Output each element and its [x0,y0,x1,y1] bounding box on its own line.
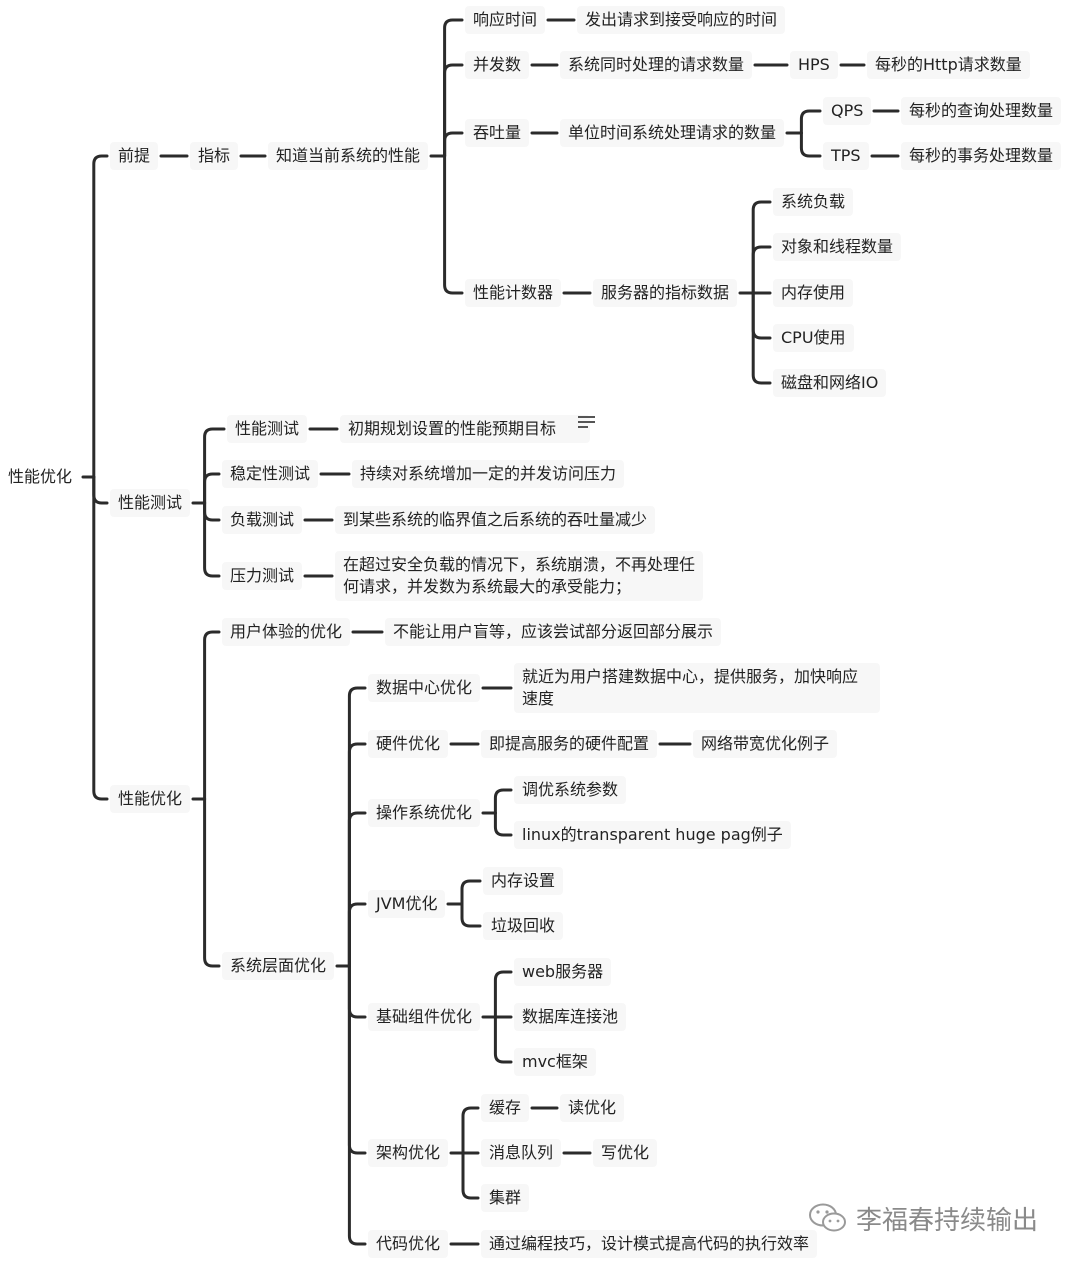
connector-57 [460,902,482,928]
node-sys-load[interactable]: 系统负载 [773,188,854,216]
node-load-test[interactable]: 负载测试 [222,506,303,534]
node-arch-opt[interactable]: 架构优化 [368,1139,449,1167]
node-resp-time-desc[interactable]: 发出请求到接受响应的时间 [577,6,786,34]
node-server-metrics[interactable]: 服务器的指标数据 [593,279,738,307]
node-perf-test-group[interactable]: 性能测试 [110,489,191,517]
connector-59 [493,970,513,1019]
node-mq[interactable]: 消息队列 [481,1139,562,1167]
node-premise[interactable]: 前提 [110,142,159,170]
connector-42 [347,686,367,968]
connector-46 [347,964,367,1019]
connector-43 [347,742,367,968]
node-concurrency-desc[interactable]: 系统同时处理的请求数量 [560,51,753,79]
node-obj-threads[interactable]: 对象和线程数量 [773,233,902,261]
connector-23 [751,200,772,295]
connector-61 [493,1015,513,1064]
node-jvm-opt[interactable]: JVM优化 [368,890,446,918]
node-qps[interactable]: QPS [823,97,872,125]
node-load-test-desc[interactable]: 到某些系统的临界值之后系统的吞吐量减少 [335,506,656,534]
node-tps-desc[interactable]: 每秒的事务处理数量 [901,142,1062,170]
node-tps[interactable]: TPS [823,142,869,170]
connector-54 [493,811,513,837]
node-know-perf[interactable]: 知道当前系统的性能 [268,142,429,170]
connector-27 [751,291,772,385]
connector-65 [461,1151,480,1200]
connector-18 [799,131,822,158]
connector-53 [493,788,513,815]
connector-24 [751,245,772,295]
connector-1 [92,154,109,479]
node-dc-opt-desc[interactable]: 就近为用户搭建数据中心，提供服务，加快响应速度 [514,663,880,713]
connector-26 [751,291,772,340]
connector-45 [347,902,367,968]
node-mem-usage[interactable]: 内存使用 [773,279,854,307]
node-code-opt[interactable]: 代码优化 [368,1230,449,1258]
node-mvc[interactable]: mvc框架 [514,1048,596,1076]
node-code-opt-desc[interactable]: 通过编程技巧，设计模式提高代码的执行效率 [481,1230,818,1258]
node-write-opt[interactable]: 写优化 [593,1139,658,1167]
connector-48 [347,964,367,1246]
connector-3 [92,475,109,801]
connector-29 [203,427,226,505]
node-cpu-usage[interactable]: CPU使用 [773,324,854,352]
connector-9 [443,131,464,158]
node-perf-test-desc[interactable]: 初期规划设置的性能预期目标 [340,415,591,443]
node-disk-net-io[interactable]: 磁盘和网络IO [773,369,887,397]
connector-31 [203,501,221,522]
connector-44 [347,811,367,968]
watermark: 李福春持续输出 [808,1198,1038,1238]
connector-56 [460,879,482,906]
node-perf-opt-group[interactable]: 性能优化 [110,785,191,813]
note-icon[interactable] [578,416,595,430]
node-cluster[interactable]: 集群 [481,1184,530,1212]
node-read-opt[interactable]: 读优化 [560,1094,625,1122]
node-dc-opt[interactable]: 数据中心优化 [368,674,481,702]
node-stability-test-desc[interactable]: 持续对系统增加一定的并发访问压力 [352,460,625,488]
node-hw-example[interactable]: 网络带宽优化例子 [693,730,838,758]
connector-32 [203,501,221,578]
node-base-opt[interactable]: 基础组件优化 [368,1003,481,1031]
connector-30 [203,472,221,505]
node-ux-opt[interactable]: 用户体验的优化 [222,618,351,646]
node-root[interactable]: 性能优化 [0,463,81,491]
node-sys-opt[interactable]: 系统层面优化 [222,952,335,980]
connector-17 [799,109,822,135]
connector-39 [203,797,221,968]
node-hps-desc[interactable]: 每秒的Http请求数量 [867,51,1030,79]
node-stress-test[interactable]: 压力测试 [222,562,303,590]
connector-63 [461,1106,480,1155]
node-perf-counter[interactable]: 性能计数器 [465,279,562,307]
node-hw-opt-desc[interactable]: 即提高服务的硬件配置 [481,730,658,758]
node-gc[interactable]: 垃圾回收 [483,912,564,940]
connector-47 [347,964,367,1155]
node-hps[interactable]: HPS [790,51,838,79]
node-web-server[interactable]: web服务器 [514,958,612,986]
node-ux-opt-desc[interactable]: 不能让用户盲等，应该尝试部分返回部分展示 [385,618,722,646]
connector-2 [92,475,109,505]
connector-8 [443,63,464,158]
connector-10 [443,154,464,295]
node-linux-thp[interactable]: linux的transparent huge pag例子 [514,821,791,849]
node-throughput[interactable]: 吞吐量 [465,119,530,147]
node-stress-test-desc[interactable]: 在超过安全负载的情况下，系统崩溃，不再处理任何请求，并发数为系统最大的承受能力； [335,551,703,601]
node-concurrency[interactable]: 并发数 [465,51,530,79]
node-cache[interactable]: 缓存 [481,1094,530,1122]
node-qps-desc[interactable]: 每秒的查询处理数量 [901,97,1062,125]
watermark-text: 李福春持续输出 [856,1205,1039,1236]
node-tune-params[interactable]: 调优系统参数 [514,776,627,804]
node-stability-test[interactable]: 稳定性测试 [222,460,319,488]
node-os-opt[interactable]: 操作系统优化 [368,799,481,827]
node-hw-opt[interactable]: 硬件优化 [368,730,449,758]
connector-7 [443,18,464,158]
wechat-icon [809,1203,846,1232]
node-perf-test[interactable]: 性能测试 [227,415,308,443]
node-metrics[interactable]: 指标 [190,142,239,170]
node-mem-settings[interactable]: 内存设置 [483,867,564,895]
node-db-pool[interactable]: 数据库连接池 [514,1003,627,1031]
connector-38 [203,630,221,801]
node-resp-time[interactable]: 响应时间 [465,6,546,34]
node-throughput-desc[interactable]: 单位时间系统处理请求的数量 [560,119,785,147]
